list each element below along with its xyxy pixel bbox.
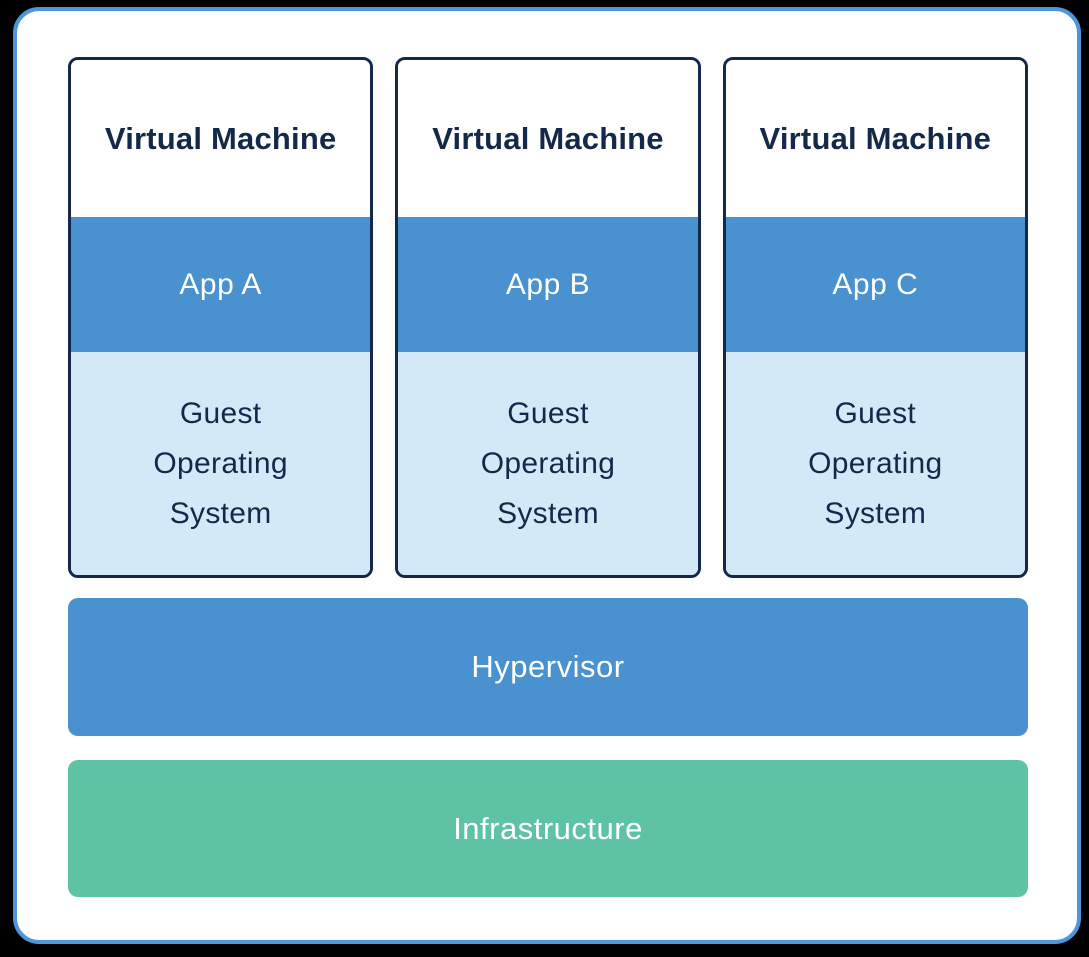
- vm-card-c: Virtual Machine App C Guest Operating Sy…: [722, 57, 1028, 578]
- vm-app-band-c: App C: [725, 217, 1025, 352]
- vm-title-a: Virtual Machine: [104, 120, 337, 156]
- vm-card-a: Virtual Machine App A Guest Operating Sy…: [68, 57, 374, 578]
- vm-app-label-a: App A: [179, 267, 262, 301]
- vm-header-b: Virtual Machine: [398, 60, 698, 217]
- vm-app-label-b: App B: [505, 267, 591, 301]
- hypervisor-label: Hypervisor: [471, 649, 625, 684]
- vm-os-section-c: Guest Operating System: [725, 352, 1025, 575]
- vm-title-c: Virtual Machine: [759, 120, 992, 156]
- vm-os-label-a: Guest Operating System: [153, 396, 288, 530]
- vm-os-label-b: Guest Operating System: [480, 396, 616, 530]
- vm-os-label-c: Guest Operating System: [808, 396, 943, 530]
- infrastructure-label: Infrastructure: [453, 810, 643, 846]
- vm-card-b: Virtual Machine App B Guest Operating Sy…: [395, 57, 701, 578]
- vm-app-band-b: App B: [398, 217, 698, 352]
- vm-title-b: Virtual Machine: [432, 120, 664, 156]
- vm-os-section-a: Guest Operating System: [71, 352, 371, 575]
- vm-app-label-c: App C: [832, 267, 919, 301]
- vm-cards-row: Virtual Machine App A Guest Operating Sy…: [68, 57, 1028, 578]
- vm-header-a: Virtual Machine: [71, 60, 371, 217]
- diagram-panel: Virtual Machine App A Guest Operating Sy…: [13, 7, 1081, 944]
- hypervisor-bar: Hypervisor: [68, 598, 1028, 736]
- infrastructure-bar: Infrastructure: [68, 760, 1028, 897]
- vm-header-c: Virtual Machine: [725, 60, 1025, 217]
- vm-app-band-a: App A: [71, 217, 371, 352]
- vm-os-section-b: Guest Operating System: [398, 352, 698, 575]
